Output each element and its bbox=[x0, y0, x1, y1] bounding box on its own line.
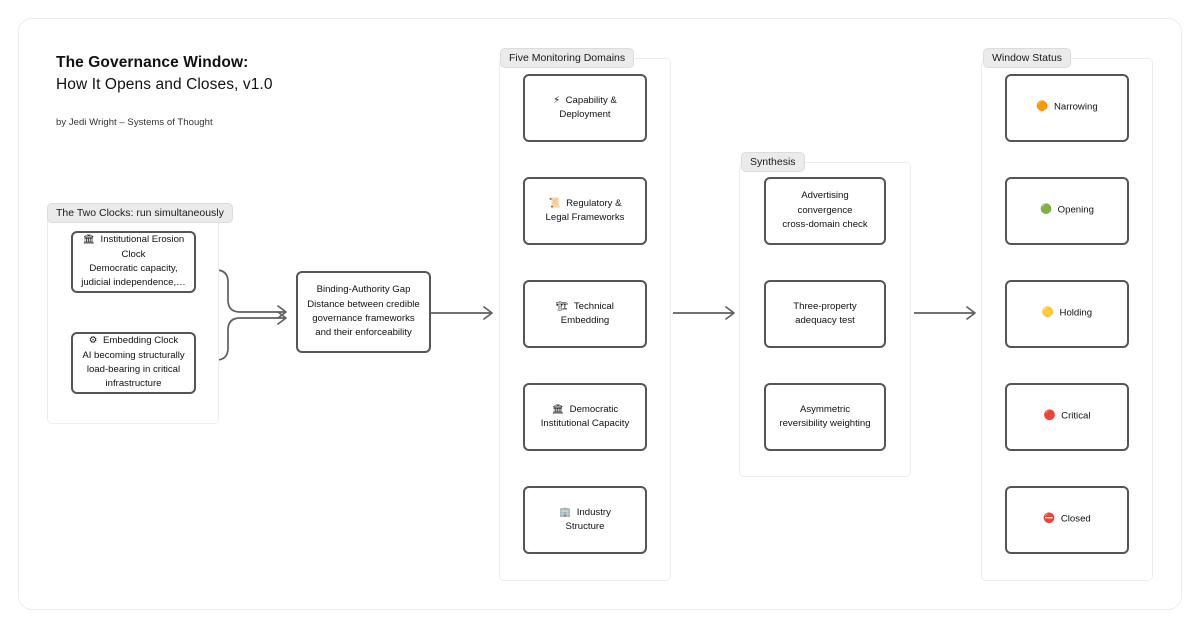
node-line-1: Binding-Authority Gap bbox=[316, 284, 411, 296]
panel-label-window-status: Window Status bbox=[983, 48, 1072, 69]
construction-crane-icon: 🏗 bbox=[556, 300, 569, 312]
node-line-1: Advertising convergence bbox=[797, 190, 853, 216]
link-clock1-to-gap bbox=[196, 269, 287, 319]
node-line-3: Democratic capacity, bbox=[89, 263, 178, 274]
node-status-closed[interactable]: ⛔ Closed bbox=[1005, 486, 1129, 554]
node-line-1: Asymmetric bbox=[799, 403, 851, 415]
status-label: Holding bbox=[1059, 308, 1093, 320]
node-line-1: Regulatory & bbox=[566, 197, 622, 209]
lightning-bolt-icon: ⚡ bbox=[553, 94, 560, 106]
node-line-2: reversibility weighting bbox=[779, 418, 871, 429]
node-three-property-adequacy-test[interactable]: Three-property adequacy test bbox=[764, 280, 886, 348]
classical-building-icon: 🏛 bbox=[82, 234, 95, 246]
panel-label-synthesis: Synthesis bbox=[741, 152, 805, 173]
node-asymmetric-reversibility-weighting[interactable]: Asymmetric reversibility weighting bbox=[764, 383, 886, 451]
node-line-4: infrastructure bbox=[105, 378, 162, 390]
node-embedding-clock[interactable]: ⚙ Embedding Clock AI becoming structural… bbox=[71, 332, 196, 394]
node-line-1: Technical bbox=[573, 300, 614, 312]
node-industry-structure[interactable]: 🏢 Industry Structure bbox=[523, 486, 647, 554]
node-line-2: Institutional Capacity bbox=[540, 418, 630, 429]
node-line-3: load-bearing in critical bbox=[86, 364, 181, 375]
status-dot-icon: ⛔ bbox=[1043, 513, 1056, 525]
node-line-4: and their enforceability bbox=[315, 327, 412, 339]
panel-label-two-clocks: The Two Clocks: run simultaneously bbox=[47, 203, 233, 224]
link-domains-to-synthesis bbox=[673, 306, 735, 320]
status-label: Opening bbox=[1057, 205, 1094, 217]
status-dot-icon: 🟢 bbox=[1040, 204, 1052, 216]
gear-icon: ⚙ bbox=[88, 335, 98, 347]
node-line-2: AI becoming structurally bbox=[82, 349, 185, 361]
node-line-1: Capability & bbox=[565, 94, 617, 106]
link-gap-to-domains bbox=[431, 306, 493, 320]
status-dot-icon: 🟠 bbox=[1036, 101, 1049, 113]
node-line-2: Legal Frameworks bbox=[545, 212, 625, 223]
office-building-icon: 🏢 bbox=[559, 506, 572, 518]
node-line-1: Industry bbox=[576, 506, 611, 518]
node-line-2: Embedding bbox=[560, 315, 610, 326]
node-institutional-erosion-clock[interactable]: 🏛 Institutional Erosion Clock Democratic… bbox=[71, 231, 196, 293]
page-title: The Governance Window: bbox=[56, 54, 249, 71]
node-capability-deployment[interactable]: ⚡ Capability & Deployment bbox=[523, 74, 647, 142]
node-line-2: cross-domain check bbox=[782, 219, 868, 231]
node-democratic-institutional-capacity[interactable]: 🏛 Democratic Institutional Capacity bbox=[523, 383, 647, 451]
status-dot-icon: 🔴 bbox=[1043, 410, 1056, 422]
node-line-2: adequacy test bbox=[795, 315, 855, 326]
node-line-1: Three-property bbox=[793, 300, 857, 312]
page-subtitle: How It Opens and Closes, v1.0 bbox=[56, 76, 273, 94]
node-line-2: Deployment bbox=[559, 109, 611, 120]
scroll-icon: 📜 bbox=[548, 197, 561, 209]
node-line-4: judicial independence,… bbox=[81, 277, 186, 289]
node-line-2: Structure bbox=[565, 521, 605, 532]
node-regulatory-legal-frameworks[interactable]: 📜 Regulatory & Legal Frameworks bbox=[523, 177, 647, 245]
byline: by Jedi Wright – Systems of Thought bbox=[56, 116, 213, 128]
node-status-narrowing[interactable]: 🟠 Narrowing bbox=[1005, 74, 1129, 142]
title-block: The Governance Window: How It Opens and … bbox=[56, 52, 436, 128]
node-status-opening[interactable]: 🟢 Opening bbox=[1005, 177, 1129, 245]
panel-label-five-monitoring-domains: Five Monitoring Domains bbox=[500, 48, 635, 69]
status-label: Critical bbox=[1061, 411, 1091, 423]
node-line-1: Embedding Clock bbox=[103, 335, 179, 347]
node-line-2: Distance between credible bbox=[307, 298, 420, 310]
link-synthesis-to-status bbox=[914, 306, 976, 320]
node-line-3: governance frameworks bbox=[312, 313, 415, 324]
node-status-holding[interactable]: 🟡 Holding bbox=[1005, 280, 1129, 348]
node-status-critical[interactable]: 🔴 Critical bbox=[1005, 383, 1129, 451]
link-clock2-to-gap bbox=[196, 311, 287, 361]
node-advertising-convergence-check[interactable]: Advertising convergence cross-domain che… bbox=[764, 177, 886, 245]
node-line-2: Clock bbox=[121, 248, 146, 260]
status-dot-icon: 🟡 bbox=[1041, 307, 1054, 319]
status-label: Closed bbox=[1060, 514, 1091, 526]
classical-building-icon: 🏛 bbox=[551, 403, 564, 415]
status-label: Narrowing bbox=[1053, 102, 1098, 114]
node-binding-authority-gap[interactable]: Binding-Authority Gap Distance between c… bbox=[296, 271, 431, 353]
node-technical-embedding[interactable]: 🏗 Technical Embedding bbox=[523, 280, 647, 348]
node-line-1: Institutional Erosion bbox=[100, 234, 185, 246]
node-line-1: Democratic bbox=[569, 403, 619, 415]
